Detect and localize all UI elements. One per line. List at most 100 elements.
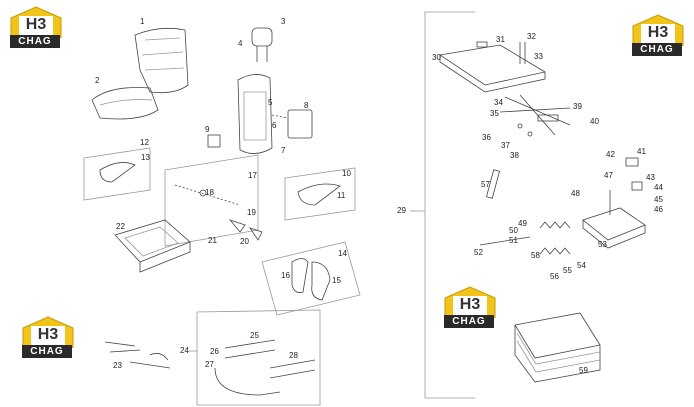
part-label-18[interactable]: 18 (205, 188, 214, 197)
logo-bottom-left: H3 CHAG (18, 316, 78, 360)
house-icon (22, 316, 74, 348)
part-label-5[interactable]: 5 (268, 98, 273, 107)
part-label-58[interactable]: 58 (531, 251, 540, 260)
logo-center: H3 CHAG (440, 286, 500, 330)
part-label-23[interactable]: 23 (113, 361, 122, 370)
part-label-12[interactable]: 12 (140, 138, 149, 147)
part-label-50[interactable]: 50 (509, 226, 518, 235)
cover-15 (311, 261, 331, 301)
part-label-26[interactable]: 26 (210, 347, 219, 356)
logo-badge: CHAG (444, 315, 494, 328)
part-label-14[interactable]: 14 (338, 249, 347, 258)
part-label-24[interactable]: 24 (180, 346, 189, 355)
slide-rail-left (224, 339, 276, 359)
armrest-left (99, 162, 136, 183)
part-label-57[interactable]: 57 (481, 180, 490, 189)
part-label-34[interactable]: 34 (494, 98, 503, 107)
part-label-38[interactable]: 38 (510, 151, 519, 160)
part-label-43[interactable]: 43 (646, 173, 655, 182)
scissor-frame (499, 94, 571, 136)
part-label-2[interactable]: 2 (95, 76, 100, 85)
house-icon (10, 6, 62, 38)
part-label-28[interactable]: 28 (289, 351, 298, 360)
logo-mark: H3 (25, 16, 47, 33)
group-12-frame (83, 147, 151, 201)
logo-badge: CHAG (10, 35, 60, 48)
part-label-25[interactable]: 25 (250, 331, 259, 340)
part-label-21[interactable]: 21 (208, 236, 217, 245)
part-label-36[interactable]: 36 (482, 133, 491, 142)
part-label-41[interactable]: 41 (637, 147, 646, 156)
logo-top-left: H3 CHAG (6, 6, 66, 50)
group-29-bracket (424, 11, 475, 399)
part-label-1[interactable]: 1 (140, 17, 145, 26)
part-label-20[interactable]: 20 (240, 237, 249, 246)
part-label-4[interactable]: 4 (238, 39, 243, 48)
part-label-52[interactable]: 52 (474, 248, 483, 257)
part-label-44[interactable]: 44 (654, 183, 663, 192)
lever-23 (104, 341, 171, 369)
part-label-49[interactable]: 49 (518, 219, 527, 228)
part-label-6[interactable]: 6 (272, 121, 277, 130)
spring (539, 221, 571, 229)
armrest-right (297, 183, 341, 206)
part-label-37[interactable]: 37 (501, 141, 510, 150)
shock-absorber (485, 169, 501, 199)
logo-mark: H3 (459, 296, 481, 313)
part-label-30[interactable]: 30 (432, 53, 441, 62)
part-label-8[interactable]: 8 (304, 101, 309, 110)
part-label-33[interactable]: 33 (534, 52, 543, 61)
part-label-7[interactable]: 7 (281, 146, 286, 155)
group-24-frame (196, 309, 321, 406)
part-label-9[interactable]: 9 (205, 125, 210, 134)
part-label-15[interactable]: 15 (332, 276, 341, 285)
house-icon (632, 14, 684, 46)
group-17-frame (164, 154, 259, 247)
part-label-35[interactable]: 35 (490, 109, 499, 118)
logo-mark: H3 (37, 326, 59, 343)
seat-base (114, 219, 191, 263)
part-label-39[interactable]: 39 (573, 102, 582, 111)
backrest-frame (237, 74, 273, 154)
part-label-3[interactable]: 3 (281, 17, 286, 26)
headrest (251, 27, 273, 47)
part-label-55[interactable]: 55 (563, 266, 572, 275)
part-label-27[interactable]: 27 (205, 360, 214, 369)
part-label-13[interactable]: 13 (141, 153, 150, 162)
group-14-frame (261, 241, 361, 316)
logo-badge: CHAG (632, 43, 682, 56)
group-10-frame (284, 167, 356, 221)
rail-bar-27 (214, 367, 281, 396)
part-label-54[interactable]: 54 (577, 261, 586, 270)
part-label-40[interactable]: 40 (590, 117, 599, 126)
backrest-cushion (134, 27, 189, 94)
slide-rail-right (269, 359, 316, 379)
part-label-48[interactable]: 48 (571, 189, 580, 198)
part-label-16[interactable]: 16 (281, 271, 290, 280)
logo-mark: H3 (647, 24, 669, 41)
part-label-51[interactable]: 51 (509, 236, 518, 245)
part-label-47[interactable]: 47 (604, 171, 613, 180)
part-label-45[interactable]: 45 (654, 195, 663, 204)
part-label-53[interactable]: 53 (598, 240, 607, 249)
part-label-29[interactable]: 29 (397, 206, 406, 215)
part-label-59[interactable]: 59 (579, 366, 588, 375)
part-label-56[interactable]: 56 (550, 272, 559, 281)
part-label-22[interactable]: 22 (116, 222, 125, 231)
top-plate (438, 44, 547, 86)
cover-16 (291, 258, 309, 294)
part-label-10[interactable]: 10 (342, 169, 351, 178)
part-label-46[interactable]: 46 (654, 205, 663, 214)
seat-cushion (91, 87, 159, 120)
part-label-31[interactable]: 31 (496, 35, 505, 44)
lumbar-pad (287, 109, 313, 139)
logo-top-right: H3 CHAG (628, 14, 688, 58)
part-label-42[interactable]: 42 (606, 150, 615, 159)
part-label-19[interactable]: 19 (247, 208, 256, 217)
logo-badge: CHAG (22, 345, 72, 358)
part-label-32[interactable]: 32 (527, 32, 536, 41)
part-label-17[interactable]: 17 (248, 171, 257, 180)
part-label-11[interactable]: 11 (337, 191, 346, 200)
house-icon (444, 286, 496, 318)
